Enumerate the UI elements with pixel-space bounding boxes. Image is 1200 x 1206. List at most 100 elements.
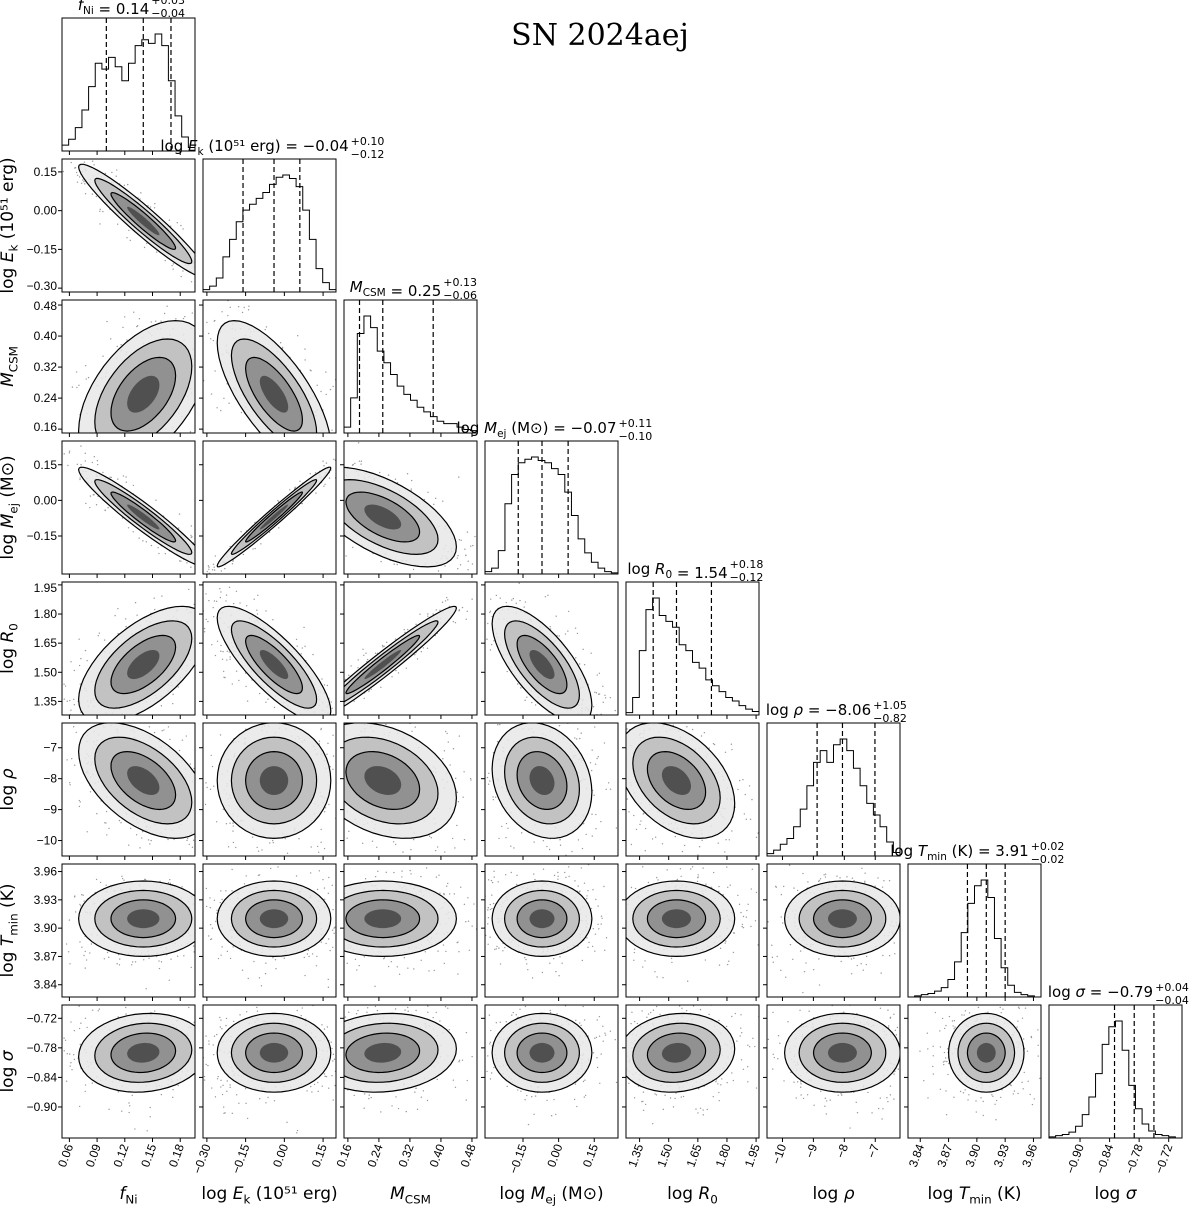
- sample-point: [307, 452, 308, 453]
- sample-point: [190, 314, 191, 315]
- contour-level-0: [259, 766, 289, 795]
- sample-point: [178, 588, 179, 589]
- sample-point: [314, 730, 315, 731]
- sample-point: [328, 666, 329, 667]
- sample-point: [309, 472, 311, 475]
- sample-point: [330, 721, 331, 722]
- sample-point: [96, 438, 97, 439]
- sample-point: [331, 732, 332, 733]
- sample-point: [322, 453, 323, 454]
- sample-point: [189, 576, 190, 577]
- sample-point: [267, 698, 269, 700]
- title-err-minus: −0.04: [151, 7, 185, 20]
- sample-point: [333, 527, 334, 528]
- title-label: log Ek (10⁵¹ erg) = −0.04: [160, 137, 348, 158]
- sample-point: [205, 422, 206, 423]
- sample-point: [334, 553, 335, 554]
- sample-point: [454, 847, 456, 849]
- sample-point: [197, 664, 198, 665]
- sample-point: [401, 878, 402, 879]
- sample-point: [42, 445, 43, 446]
- sample-point: [437, 570, 440, 572]
- sample-point: [320, 828, 322, 831]
- sample-point: [385, 723, 387, 726]
- sample-point: [207, 620, 209, 623]
- panel-frame: [61, 299, 196, 434]
- panel-frame: [202, 299, 337, 434]
- sample-point: [524, 601, 527, 603]
- sample-point: [103, 639, 106, 641]
- sample-point: [220, 396, 221, 397]
- sample-point: [591, 749, 593, 751]
- sample-point: [232, 602, 235, 605]
- sample-point: [353, 451, 354, 452]
- sample-point: [232, 717, 233, 718]
- sample-point: [325, 518, 326, 519]
- sample-point: [153, 731, 156, 734]
- sample-point: [322, 733, 323, 734]
- sample-point: [221, 658, 224, 661]
- sample-point: [190, 534, 192, 537]
- sample-point: [113, 455, 114, 456]
- sample-point: [370, 436, 371, 437]
- sample-point: [128, 229, 130, 232]
- sample-point: [319, 827, 320, 828]
- sample-point: [298, 449, 299, 450]
- sample-point: [329, 529, 330, 530]
- sample-point: [96, 813, 98, 815]
- sample-point: [363, 858, 364, 859]
- sample-point: [226, 659, 228, 661]
- sample-point: [269, 842, 271, 844]
- sample-point: [224, 567, 226, 570]
- sample-point: [225, 823, 228, 825]
- sample-point: [78, 664, 81, 667]
- sample-point: [282, 454, 283, 455]
- sample-point: [509, 701, 510, 702]
- panel-frame: [484, 440, 619, 575]
- sample-point: [330, 701, 332, 703]
- sample-point: [76, 707, 77, 708]
- sample-point: [594, 763, 597, 765]
- sample-point: [464, 548, 466, 550]
- sample-point: [241, 592, 242, 593]
- sample-point: [327, 742, 329, 745]
- sample-point: [458, 539, 461, 541]
- sample-point: [214, 353, 215, 354]
- sample-point: [205, 579, 206, 580]
- sample-point: [199, 577, 200, 578]
- histogram-panel-fNi: fNi = 0.14+0.03−0.04: [61, 0, 196, 155]
- sample-point: [71, 717, 72, 718]
- sample-point: [338, 693, 339, 694]
- sample-point: [263, 710, 264, 711]
- sample-point: [420, 650, 423, 653]
- sample-point: [254, 547, 256, 550]
- sample-point: [320, 724, 321, 725]
- sample-point: [338, 763, 339, 764]
- sample-point: [59, 714, 60, 715]
- sample-point: [239, 709, 240, 710]
- sample-point: [431, 594, 432, 595]
- sample-point: [150, 321, 153, 323]
- sample-point: [488, 554, 489, 555]
- sample-point: [328, 803, 330, 806]
- sample-point: [210, 312, 211, 313]
- sample-point: [267, 612, 268, 613]
- sample-point: [331, 481, 332, 482]
- sample-point: [333, 699, 334, 700]
- sample-point: [217, 610, 218, 611]
- sample-point: [207, 396, 208, 397]
- sample-point: [308, 730, 309, 731]
- sample-point: [125, 481, 128, 483]
- sample-point: [574, 740, 575, 741]
- sample-point: [31, 494, 32, 495]
- sample-point: [114, 614, 116, 617]
- sample-point: [197, 672, 198, 673]
- sample-point: [265, 326, 268, 328]
- sample-point: [483, 743, 484, 744]
- sample-point: [107, 472, 108, 473]
- sample-point: [128, 445, 129, 446]
- panel-frame: [202, 158, 337, 293]
- sample-point: [337, 693, 338, 694]
- sample-point: [531, 701, 533, 704]
- sample-point: [76, 181, 79, 183]
